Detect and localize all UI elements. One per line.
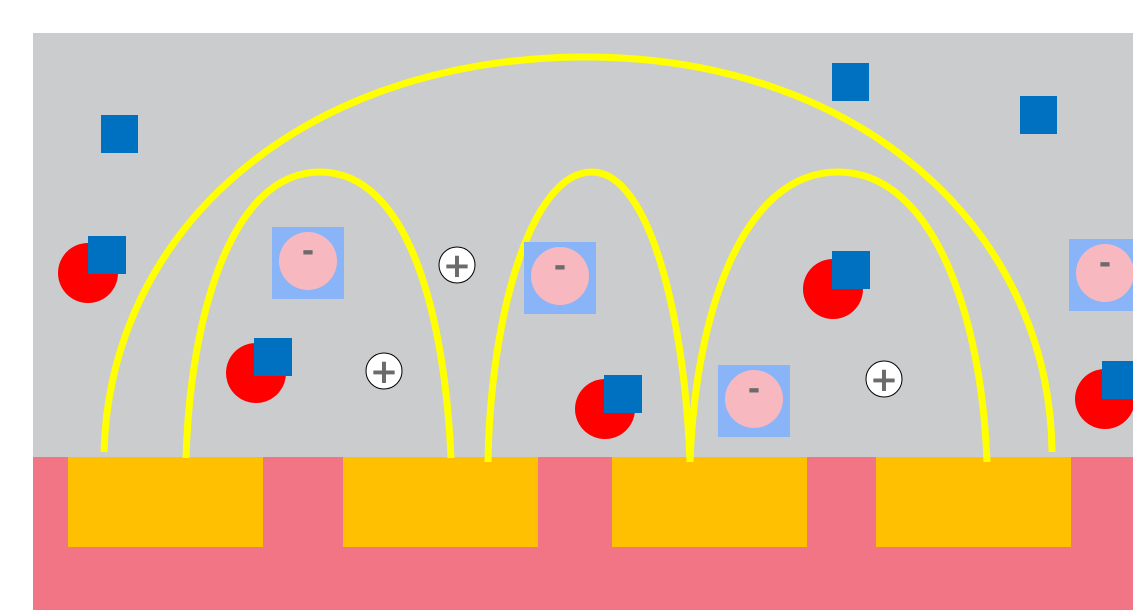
cation-circle <box>438 246 476 284</box>
anion-circle <box>279 232 337 290</box>
cation: + <box>365 352 403 392</box>
anion-circle <box>1076 244 1133 302</box>
paired-particle <box>58 236 126 303</box>
cation: + <box>865 360 903 400</box>
anion: - <box>718 365 790 437</box>
blue-square <box>1102 361 1133 399</box>
minus-sign: - <box>302 234 314 269</box>
cation-circle <box>865 360 903 398</box>
blue-square <box>254 338 292 376</box>
field-line <box>182 168 455 459</box>
minus-sign: - <box>748 372 760 407</box>
blue-square <box>832 251 870 289</box>
field-lines <box>100 53 1056 463</box>
cation: + <box>438 246 476 286</box>
field-line <box>100 53 1056 453</box>
plus-sign: + <box>870 360 899 400</box>
field-line <box>484 168 694 463</box>
anion: - <box>272 227 344 299</box>
electrode <box>612 457 807 547</box>
field-line <box>686 168 991 463</box>
electrode <box>343 457 538 547</box>
anion: - <box>524 242 596 314</box>
blue-square <box>1020 96 1057 134</box>
blue-square <box>604 375 642 413</box>
paired-particle <box>1075 361 1133 429</box>
anion-circle <box>531 247 589 305</box>
anion-circle <box>725 370 783 428</box>
paired-particle <box>803 251 870 319</box>
minus-sign: - <box>1099 246 1111 281</box>
plus-sign: + <box>370 352 399 392</box>
paired-particle <box>575 375 642 439</box>
plus-sign: + <box>443 246 472 286</box>
electrode <box>876 457 1071 547</box>
blue-square <box>88 236 126 274</box>
blue-square <box>101 115 138 153</box>
electrode <box>68 457 263 547</box>
cation-circle <box>365 352 403 390</box>
anion: - <box>1069 239 1133 311</box>
particle-layer: - - - - + + + <box>58 63 1133 439</box>
minus-sign: - <box>554 249 566 284</box>
paired-particle <box>226 338 292 403</box>
electrode-group <box>68 457 1071 547</box>
blue-square <box>832 63 869 101</box>
